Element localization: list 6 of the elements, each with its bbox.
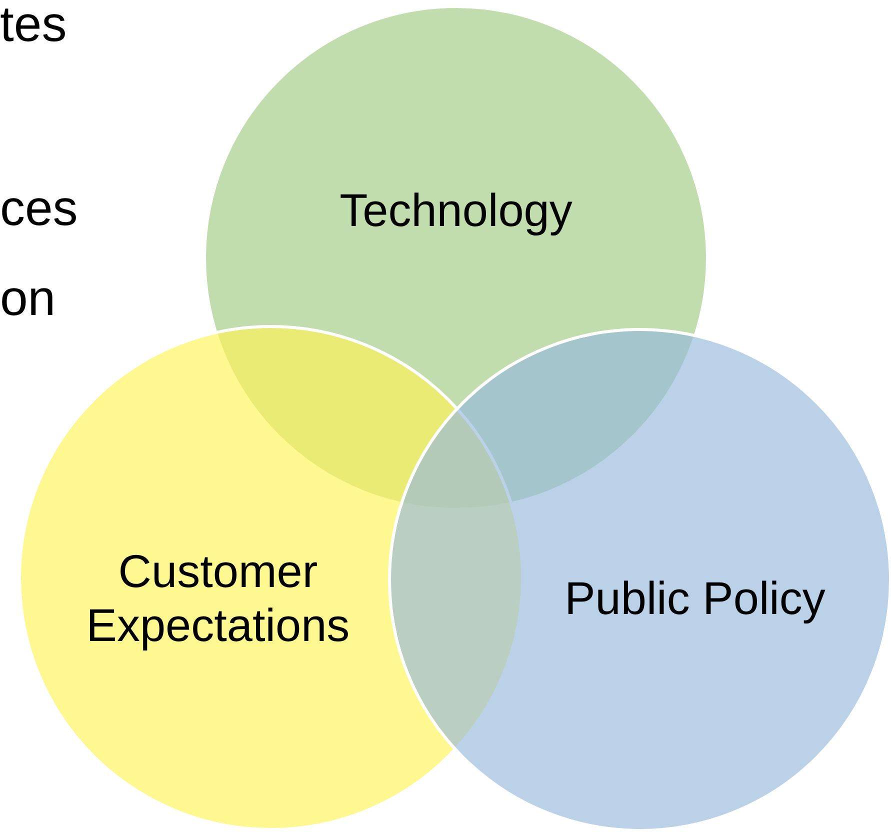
circle-label: Customer Expectations	[85, 544, 351, 652]
cut-off-text: tes	[0, 0, 67, 52]
cut-off-text: ces	[0, 180, 78, 236]
circle-label: Technology	[338, 183, 574, 237]
circle-label: Public Policy	[564, 571, 826, 625]
cut-off-text: on	[0, 270, 56, 326]
